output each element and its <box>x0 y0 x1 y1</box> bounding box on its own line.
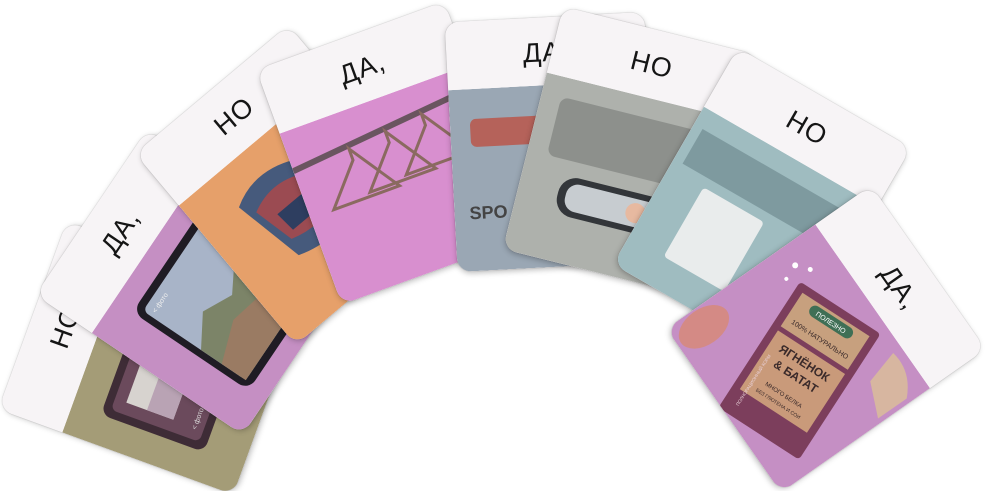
card-3-word: НО <box>207 90 260 141</box>
card-7-word: НО <box>781 104 834 152</box>
card-6-word: НО <box>627 44 677 84</box>
card-8: ДА, ПОЛЕЗНО 100% НАТУРАЛЬНО ЯГНЁНОК & БА… <box>666 185 986 491</box>
card-2-word: ДА, <box>94 203 146 260</box>
card-4-word: ДА, <box>334 45 390 91</box>
card-8-word: ДА, <box>874 259 926 315</box>
card-8-illustration: ПОЛЕЗНО 100% НАТУРАЛЬНО ЯГНЁНОК & БАТАТ … <box>666 224 931 491</box>
card-8-art-svg: ПОЛЕЗНО 100% НАТУРАЛЬНО ЯГНЁНОК & БАТАТ … <box>666 224 931 491</box>
card-5-sign-text: SPO <box>469 201 508 223</box>
